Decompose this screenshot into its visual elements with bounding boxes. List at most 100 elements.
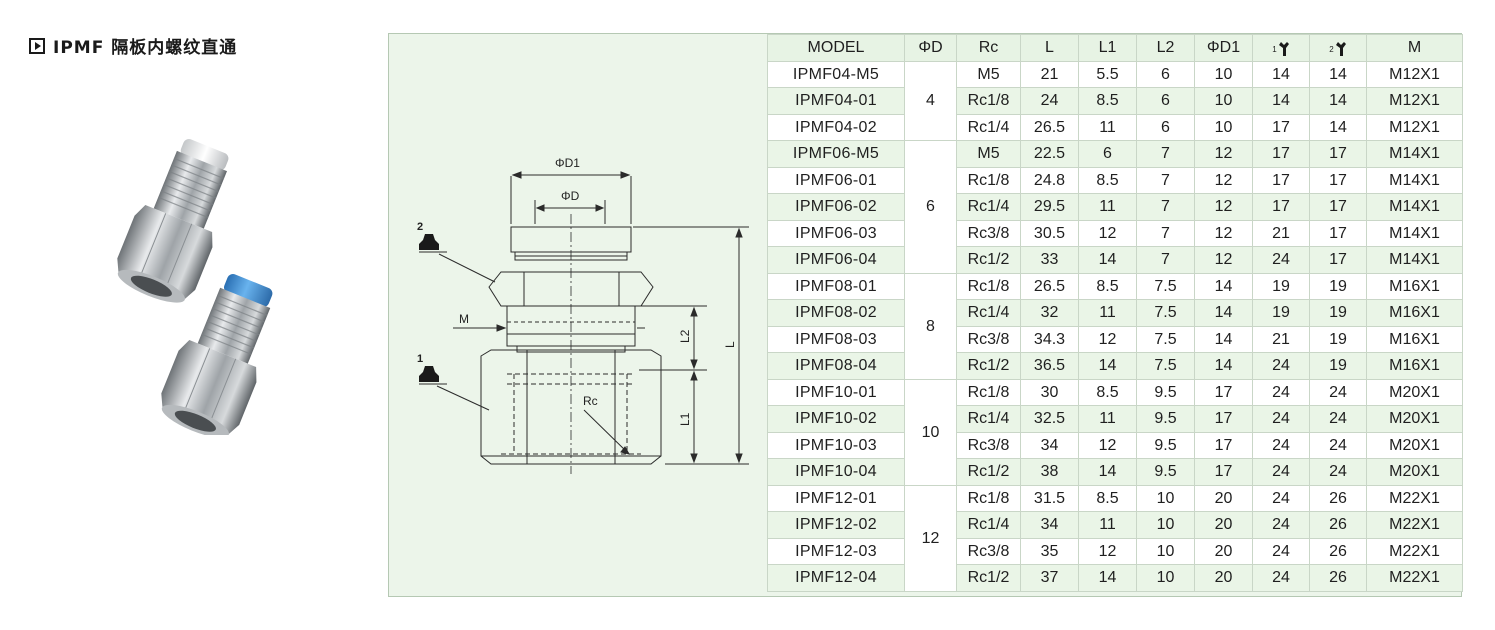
cell-l1: 11 bbox=[1078, 299, 1137, 327]
cell-rc: Rc1/2 bbox=[956, 246, 1021, 274]
cell-wrench-1: 21 bbox=[1252, 325, 1310, 353]
cell-l2: 7 bbox=[1136, 166, 1195, 194]
cell-l2: 10 bbox=[1136, 511, 1195, 539]
cell-wrench-1: 24 bbox=[1252, 537, 1310, 565]
cell-l1: 11 bbox=[1078, 405, 1137, 433]
cell-model: IPMF08-02 bbox=[767, 299, 905, 327]
cell-l: 21 bbox=[1020, 60, 1079, 88]
cell-l2: 10 bbox=[1136, 484, 1195, 512]
cell-m: M16X1 bbox=[1366, 325, 1463, 353]
cell-l: 32.5 bbox=[1020, 405, 1079, 433]
cell-wrench-2: 17 bbox=[1309, 246, 1367, 274]
wrench-1-icon bbox=[419, 366, 439, 382]
cell-d1: 20 bbox=[1194, 564, 1253, 592]
cell-l1: 11 bbox=[1078, 113, 1137, 141]
cell-model: IPMF10-02 bbox=[767, 405, 905, 433]
cell-m: M22X1 bbox=[1366, 537, 1463, 565]
wrench-icon bbox=[1335, 42, 1346, 57]
cell-l1: 8.5 bbox=[1078, 272, 1137, 300]
cell-wrench-2: 17 bbox=[1309, 219, 1367, 247]
cell-d1: 12 bbox=[1194, 219, 1253, 247]
cell-d1: 12 bbox=[1194, 140, 1253, 168]
cell-wrench-1: 19 bbox=[1252, 272, 1310, 300]
cell-l2: 7.5 bbox=[1136, 352, 1195, 380]
cell-wrench-1: 24 bbox=[1252, 431, 1310, 459]
cell-l2: 9.5 bbox=[1136, 378, 1195, 406]
cell-l2: 9.5 bbox=[1136, 431, 1195, 459]
label-l1: L1 bbox=[678, 412, 692, 426]
cell-wrench-1: 24 bbox=[1252, 405, 1310, 433]
cell-l2: 7.5 bbox=[1136, 325, 1195, 353]
cell-wrench-2: 17 bbox=[1309, 193, 1367, 221]
header-rc: Rc bbox=[956, 34, 1021, 62]
cell-m: M20X1 bbox=[1366, 405, 1463, 433]
cell-l: 37 bbox=[1020, 564, 1079, 592]
cell-model: IPMF06-M5 bbox=[767, 140, 905, 168]
cell-wrench-1: 24 bbox=[1252, 352, 1310, 380]
cell-wrench-1: 17 bbox=[1252, 166, 1310, 194]
cell-wrench-2: 14 bbox=[1309, 87, 1367, 115]
wrench-icon bbox=[1278, 42, 1289, 57]
cell-l2: 9.5 bbox=[1136, 405, 1195, 433]
cell-wrench-2: 19 bbox=[1309, 272, 1367, 300]
cell-l2: 7 bbox=[1136, 219, 1195, 247]
cell-l2: 6 bbox=[1136, 87, 1195, 115]
cell-d1: 10 bbox=[1194, 87, 1253, 115]
label-m: M bbox=[459, 312, 469, 326]
cell-model: IPMF10-03 bbox=[767, 431, 905, 459]
cell-l1: 8.5 bbox=[1078, 166, 1137, 194]
spec-panel: ΦD1 ΦD M Rc L2 L L1 2 1 MODEL ΦD Rc L L1… bbox=[388, 33, 1463, 597]
cell-wrench-2: 24 bbox=[1309, 378, 1367, 406]
label-d1: ΦD1 bbox=[555, 156, 580, 170]
cell-d1: 14 bbox=[1194, 352, 1253, 380]
cell-rc: Rc1/2 bbox=[956, 458, 1021, 486]
header-wrench-2: 2 bbox=[1309, 34, 1367, 62]
wrench-2-number: 2 bbox=[417, 221, 423, 233]
cell-model: IPMF06-02 bbox=[767, 193, 905, 221]
cell-diameter: 4 bbox=[904, 60, 957, 141]
cell-l2: 7 bbox=[1136, 140, 1195, 168]
cell-wrench-1: 14 bbox=[1252, 60, 1310, 88]
cell-l: 31.5 bbox=[1020, 484, 1079, 512]
cell-d1: 20 bbox=[1194, 484, 1253, 512]
header-model: MODEL bbox=[767, 34, 905, 62]
cell-m: M16X1 bbox=[1366, 299, 1463, 327]
cell-wrench-2: 24 bbox=[1309, 431, 1367, 459]
wrench-2-icon bbox=[419, 234, 439, 250]
cell-l2: 7.5 bbox=[1136, 299, 1195, 327]
cell-l1: 12 bbox=[1078, 219, 1137, 247]
cell-model: IPMF12-02 bbox=[767, 511, 905, 539]
cell-l1: 8.5 bbox=[1078, 484, 1137, 512]
cell-rc: Rc1/8 bbox=[956, 166, 1021, 194]
cell-l: 34 bbox=[1020, 431, 1079, 459]
cell-l: 34 bbox=[1020, 511, 1079, 539]
cell-m: M12X1 bbox=[1366, 113, 1463, 141]
cell-wrench-1: 19 bbox=[1252, 299, 1310, 327]
cell-m: M22X1 bbox=[1366, 484, 1463, 512]
cell-wrench-2: 17 bbox=[1309, 166, 1367, 194]
cell-rc: Rc1/4 bbox=[956, 193, 1021, 221]
cell-diameter: 6 bbox=[904, 140, 957, 274]
cell-wrench-1: 24 bbox=[1252, 511, 1310, 539]
cell-rc: Rc1/8 bbox=[956, 484, 1021, 512]
cell-rc: M5 bbox=[956, 60, 1021, 88]
cell-wrench-2: 26 bbox=[1309, 511, 1367, 539]
cell-d1: 14 bbox=[1194, 325, 1253, 353]
cell-l: 29.5 bbox=[1020, 193, 1079, 221]
cell-m: M12X1 bbox=[1366, 87, 1463, 115]
cell-l: 33 bbox=[1020, 246, 1079, 274]
cell-l2: 7 bbox=[1136, 193, 1195, 221]
cell-rc: M5 bbox=[956, 140, 1021, 168]
label-d: ΦD bbox=[561, 189, 580, 203]
cell-rc: Rc3/8 bbox=[956, 537, 1021, 565]
cell-wrench-1: 21 bbox=[1252, 219, 1310, 247]
cell-l2: 6 bbox=[1136, 113, 1195, 141]
cell-wrench-2: 24 bbox=[1309, 458, 1367, 486]
